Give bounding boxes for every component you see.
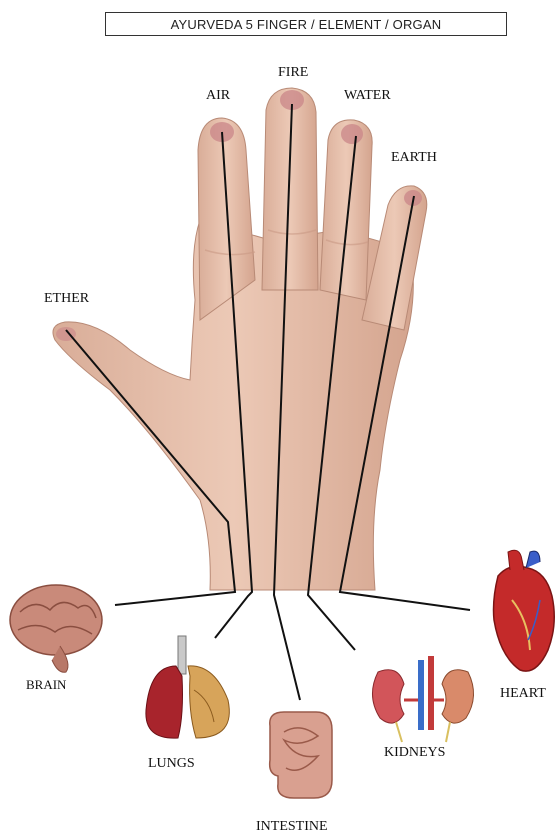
label-intestine: INTESTINE — [256, 819, 328, 835]
label-lungs: LUNGS — [148, 756, 195, 772]
label-air: AIR — [206, 88, 230, 104]
label-water: WATER — [344, 88, 391, 104]
ring-finger — [320, 120, 372, 300]
hand-illustration — [53, 88, 427, 590]
label-kidneys: KIDNEYS — [384, 745, 445, 761]
lungs-icon — [146, 636, 229, 738]
ring-nail — [341, 124, 363, 144]
label-earth: EARTH — [391, 150, 437, 166]
label-heart: HEART — [500, 686, 546, 702]
heart-icon — [494, 550, 555, 671]
label-fire: FIRE — [278, 65, 308, 81]
middle-finger — [262, 88, 318, 290]
brain-icon — [10, 585, 102, 672]
intestine-icon — [270, 712, 332, 798]
kidneys-icon — [372, 656, 473, 742]
label-ether: ETHER — [44, 291, 89, 307]
label-brain: BRAIN — [26, 677, 66, 693]
